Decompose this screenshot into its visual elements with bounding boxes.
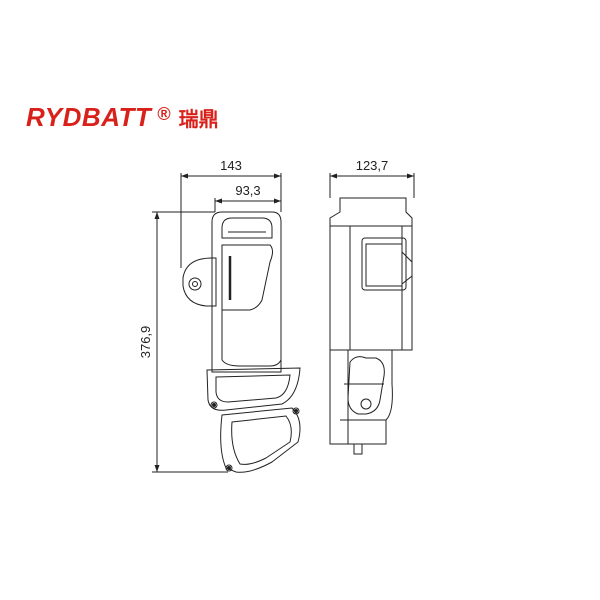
front-view-battery: [182, 211, 301, 473]
side-dimension-lines: [329, 173, 415, 198]
dimension-inner-width: 93,3: [235, 183, 260, 198]
front-dimension-lines: [152, 173, 282, 473]
brand-name: RYDBATT: [26, 102, 152, 132]
dimension-side-width: 123,7: [356, 158, 389, 173]
dimension-height: 376,9: [138, 326, 153, 359]
dimension-overall-width: 143: [220, 158, 242, 173]
brand-chinese-name: 瑞鼎: [178, 107, 219, 131]
registered-mark: ®: [157, 104, 171, 124]
dimension-arrowheads: [154, 173, 414, 472]
brand-logo: RYDBATT ® 瑞鼎: [26, 102, 219, 132]
side-view-battery: [329, 197, 413, 455]
